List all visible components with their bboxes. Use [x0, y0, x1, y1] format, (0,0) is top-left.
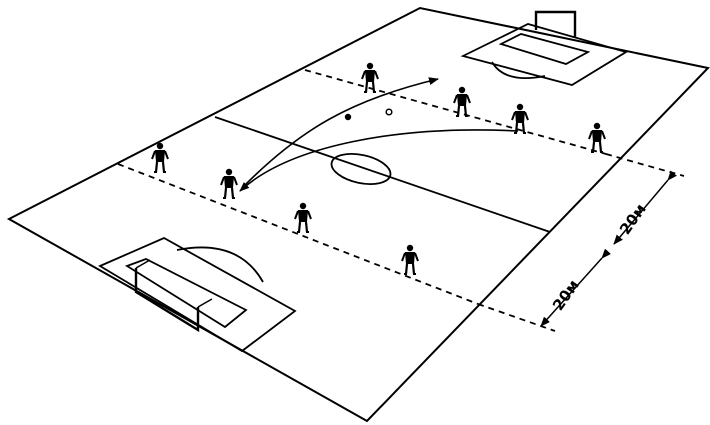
- bottom-penalty-area: [100, 238, 295, 351]
- player-figure: [402, 245, 418, 274]
- dimension-label-upper: 20м: [616, 200, 650, 237]
- player-figure: [512, 104, 528, 133]
- player-figure: [295, 203, 311, 232]
- dimension-label-lower: 20м: [549, 276, 583, 313]
- field-boundary: [9, 8, 708, 421]
- ball: [345, 114, 351, 120]
- zone-lines: [118, 70, 684, 331]
- center-circle: [329, 149, 394, 189]
- player-figure: [221, 169, 237, 198]
- halfway-line: [215, 117, 550, 232]
- player-figure: [152, 143, 168, 172]
- ball: [386, 109, 392, 115]
- player-figure: [589, 123, 605, 152]
